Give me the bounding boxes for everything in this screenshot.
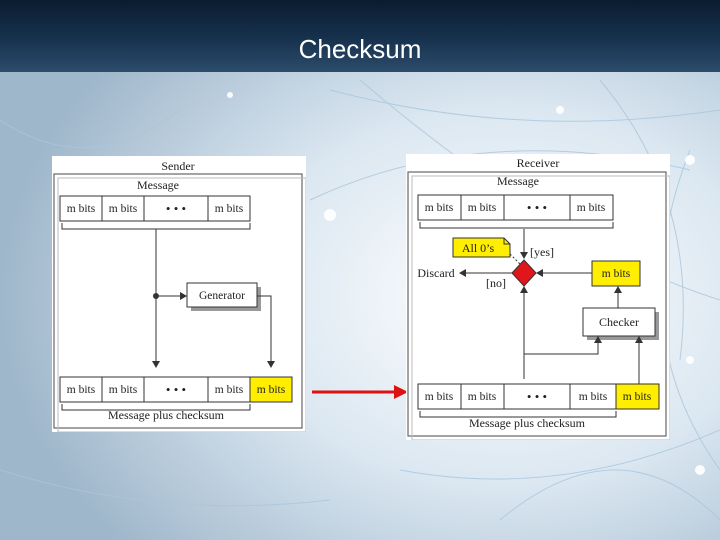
checker-label: Checker xyxy=(599,315,639,329)
segment-box xyxy=(207,376,251,403)
segment-label: m bits xyxy=(425,391,454,403)
segment-box xyxy=(503,383,571,410)
segment-label: m bits xyxy=(468,202,497,214)
checksum-segment-label: m bits xyxy=(257,384,286,396)
segment-ellipsis: • • • xyxy=(527,389,547,404)
note-fold xyxy=(503,238,510,245)
checker-box xyxy=(582,307,656,337)
segment-label: m bits xyxy=(579,391,608,403)
segment-ellipsis: • • • xyxy=(166,382,186,397)
segment-box xyxy=(59,195,103,222)
sender-message-segments: m bits m bits • • • m bits xyxy=(59,195,251,222)
flow-line xyxy=(524,343,599,355)
all-zeros-note xyxy=(452,237,511,258)
segment-box xyxy=(569,194,614,221)
segment-box xyxy=(59,376,103,403)
segment-label: m bits xyxy=(577,202,606,214)
checksum-segment-box xyxy=(615,383,660,410)
receiver-input-segments: m bits m bits • • • m bits m bits xyxy=(417,383,660,410)
yes-label: [yes] xyxy=(530,245,554,259)
arrowhead xyxy=(594,336,602,343)
segment-ellipsis: • • • xyxy=(166,201,186,216)
checksum-segment-label: m bits xyxy=(623,391,652,403)
generator-box xyxy=(186,282,258,308)
sender-message-label: Message xyxy=(137,178,179,192)
sender-heading: Sender xyxy=(161,159,194,173)
segment-box xyxy=(503,194,571,221)
input-bracket xyxy=(419,411,617,418)
arrowhead xyxy=(152,361,160,368)
segment-box xyxy=(101,195,145,222)
arrowhead xyxy=(635,336,643,343)
slide-title: Checksum xyxy=(298,34,422,64)
segment-label: m bits xyxy=(67,203,96,215)
arrowhead xyxy=(536,269,543,277)
receiver-message-segments: m bits m bits • • • m bits xyxy=(417,194,614,221)
segment-box xyxy=(101,376,145,403)
receiver-diagram: Receiver Message m bits m bits • • • m b… xyxy=(406,154,670,440)
segment-label: m bits xyxy=(109,203,138,215)
segment-label: m bits xyxy=(425,202,454,214)
segment-box xyxy=(460,383,505,410)
checksum-segment-box xyxy=(249,376,293,403)
transmission-arrow xyxy=(312,385,408,399)
segment-label: m bits xyxy=(67,384,96,396)
arrowhead xyxy=(267,361,275,368)
checker-output-label: m bits xyxy=(602,268,631,280)
segment-label: m bits xyxy=(109,384,138,396)
receiver-input-label: Message plus checksum xyxy=(469,416,586,430)
all-zeros-label: All 0’s xyxy=(462,241,495,255)
no-label: [no] xyxy=(486,276,506,290)
segment-label: m bits xyxy=(215,203,244,215)
segment-box xyxy=(143,195,209,222)
segment-label: m bits xyxy=(468,391,497,403)
segment-box xyxy=(207,195,251,222)
arrowhead xyxy=(520,252,528,259)
segment-label: m bits xyxy=(215,384,244,396)
receiver-heading: Receiver xyxy=(517,156,560,170)
arrowhead xyxy=(459,269,466,277)
sender-output-label: Message plus checksum xyxy=(108,408,225,422)
arrowhead xyxy=(180,292,187,300)
output-bracket xyxy=(61,404,251,411)
segment-ellipsis: • • • xyxy=(527,200,547,215)
arrowhead xyxy=(520,286,528,293)
discard-label: Discard xyxy=(417,266,454,280)
message-bracket xyxy=(419,222,614,229)
title-bar xyxy=(0,0,720,72)
arrowhead xyxy=(614,286,622,293)
segment-box xyxy=(460,194,505,221)
receiver-message-label: Message xyxy=(497,174,539,188)
generator-label: Generator xyxy=(199,290,245,302)
sender-output-segments: m bits m bits • • • m bits m bits xyxy=(59,376,293,403)
checker-output-box xyxy=(591,260,641,287)
sender-diagram: Sender Message m bits m bits • • • m bit… xyxy=(52,156,306,432)
segment-box xyxy=(143,376,209,403)
flow-line xyxy=(257,295,272,361)
